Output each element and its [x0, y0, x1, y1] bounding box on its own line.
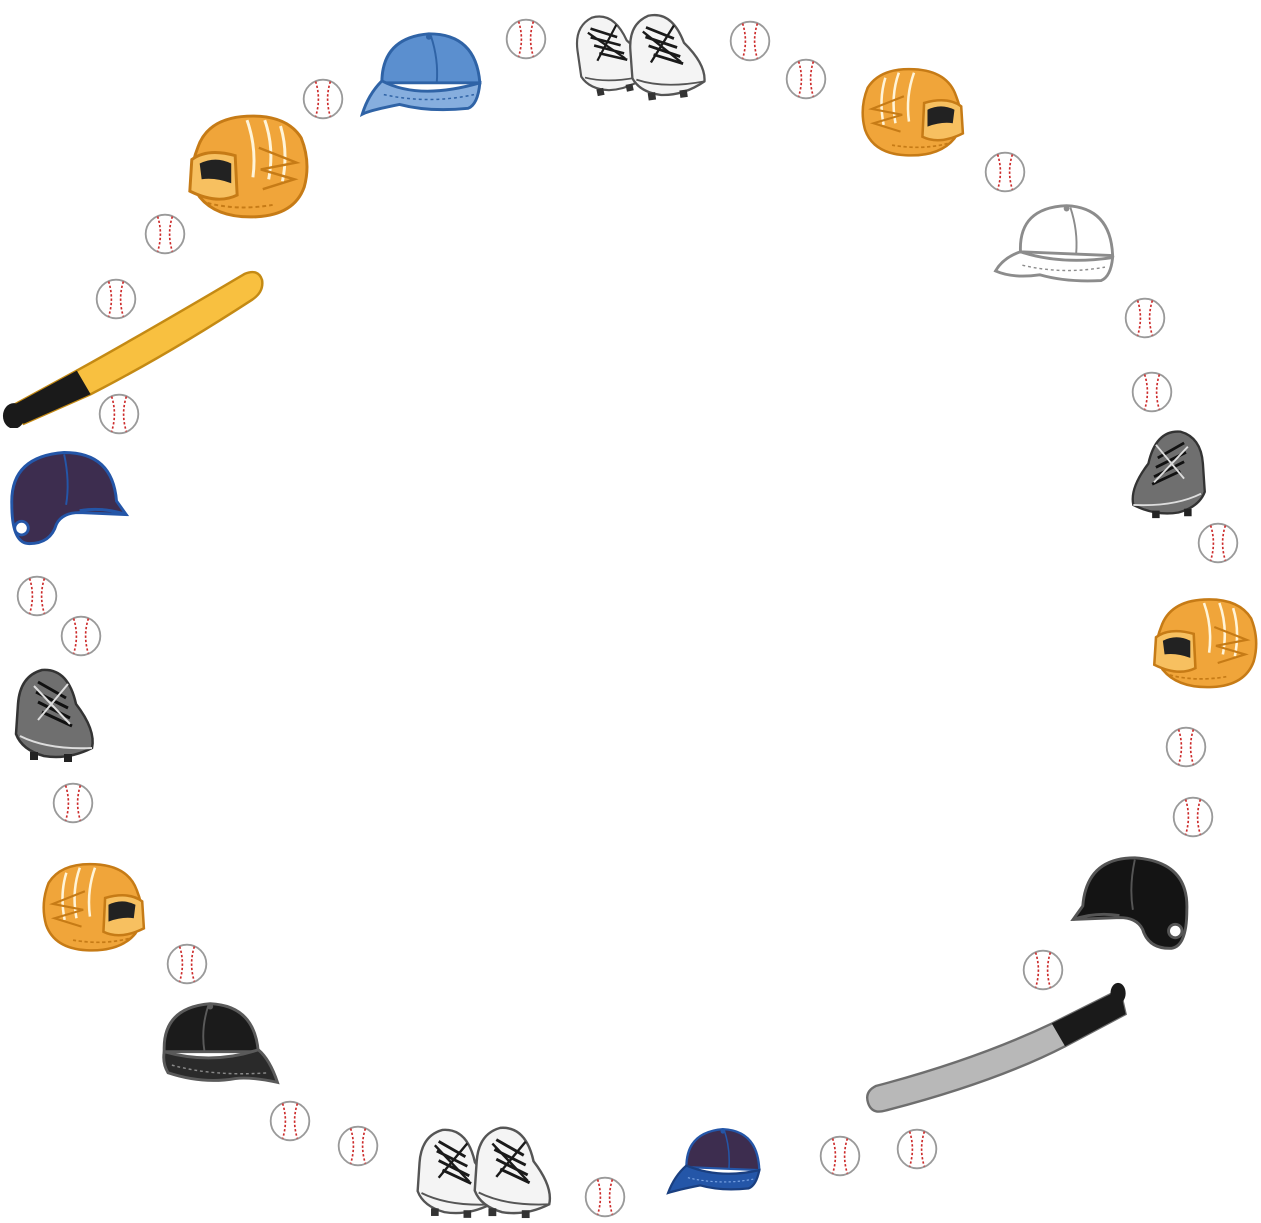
- baseball-icon: [896, 1128, 938, 1170]
- baseball-glove-icon: [861, 67, 965, 157]
- baseball-cleat-icon: [473, 1126, 552, 1220]
- baseball-cap-icon: [666, 1127, 761, 1195]
- batting-helmet-icon: [1071, 856, 1189, 950]
- baseball-icon: [1124, 297, 1166, 339]
- baseball-cleats-icon: [568, 7, 709, 106]
- baseball-icon: [729, 20, 771, 62]
- baseball-icon: [302, 78, 344, 120]
- baseball-icon: [95, 278, 137, 320]
- baseball-cap-icon: [360, 32, 482, 116]
- baseball-icon: [1022, 949, 1064, 991]
- baseball-icon: [98, 393, 140, 435]
- baseball-icon: [984, 151, 1026, 193]
- baseball-icon: [166, 943, 208, 985]
- baseball-icon: [269, 1100, 311, 1142]
- baseball-bat-icon: [865, 981, 1127, 1113]
- baseball-icon: [584, 1176, 626, 1218]
- baseball-cleat-icon: [1131, 430, 1207, 520]
- baseball-glove-icon: [1152, 597, 1258, 689]
- baseball-icon: [337, 1125, 379, 1167]
- baseball-icon: [1105, 939, 1147, 981]
- baseball-cap-icon: [162, 1002, 279, 1084]
- baseball-glove-icon: [188, 114, 309, 219]
- baseball-icon: [16, 575, 58, 617]
- baseball-cleats-icon: [416, 1126, 552, 1220]
- baseball-cleat-icon: [14, 668, 95, 764]
- baseball-icon: [505, 18, 547, 60]
- baseball-icon: [1131, 371, 1173, 413]
- baseball-icon: [1172, 796, 1214, 838]
- baseball-icon: [785, 58, 827, 100]
- baseball-icon: [52, 782, 94, 824]
- batting-helmet-icon: [10, 451, 128, 546]
- baseball-glove-icon: [42, 862, 146, 953]
- baseball-icon: [1197, 522, 1239, 564]
- baseball-icon: [60, 615, 102, 657]
- baseball-icon: [1165, 726, 1207, 768]
- baseball-cap-icon: [993, 204, 1115, 283]
- baseball-icon: [144, 213, 186, 255]
- baseball-cleat-icon: [622, 7, 709, 106]
- baseball-icon: [819, 1135, 861, 1177]
